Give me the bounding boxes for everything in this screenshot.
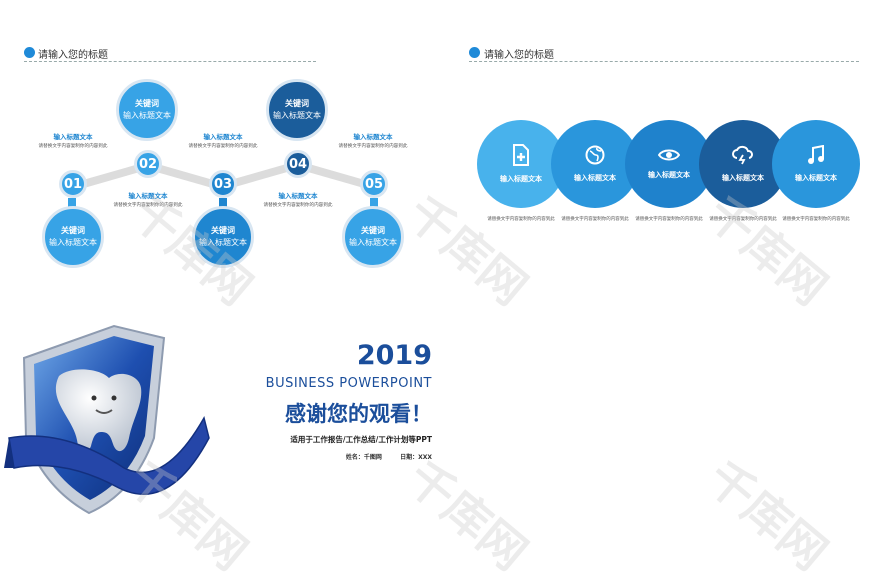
watermark: 千库网 [396, 450, 538, 581]
number-circle-2: 02 [134, 150, 162, 178]
stem [370, 198, 378, 212]
right-section-title: 请输入您的标题 [484, 50, 554, 61]
step-number: 05 [364, 176, 384, 192]
title-divider [24, 61, 316, 62]
feature-circle-5: 输入标题文本 [772, 120, 860, 208]
keyword: 关键词 [211, 226, 235, 235]
step-label-desc: 请替换文字内容复制你的内容到此 [188, 144, 258, 149]
title-dot [24, 47, 35, 58]
keyword: 关键词 [61, 226, 85, 235]
feature-label: 输入标题文本 [648, 171, 690, 179]
keyword-subtitle: 输入标题文本 [273, 111, 321, 120]
step-label-title: 输入标题文本 [128, 192, 168, 200]
step-number: 02 [138, 156, 158, 172]
step-number: 03 [213, 176, 233, 192]
title-dot [469, 47, 480, 58]
feature-label: 输入标题文本 [795, 174, 837, 182]
number-circle-3: 03 [209, 170, 237, 198]
feature-desc: 请替换文字内容复制你的内容到此 [709, 217, 777, 222]
step-label-desc: 请替换文字内容复制你的内容到此 [338, 144, 408, 149]
keyword-subtitle: 输入标题文本 [49, 238, 97, 247]
keyword-circle-5: 关键词 输入标题文本 [342, 206, 404, 268]
tooth-shield-logo [4, 324, 210, 515]
author-date: 姓名：千图网 日期：XXX [346, 452, 432, 461]
document-plus-icon [513, 144, 529, 166]
title-divider [469, 61, 859, 62]
keyword-subtitle: 输入标题文本 [123, 111, 171, 120]
stem [68, 198, 76, 212]
step-label-title: 输入标题文本 [353, 133, 393, 141]
number-circle-5: 05 [360, 170, 388, 198]
feature-desc: 请替换文字内容复制你的内容到此 [782, 217, 850, 222]
keyword-circle-4: 关键词 输入标题文本 [266, 79, 328, 141]
step-label-title: 输入标题文本 [278, 192, 318, 200]
stem [219, 198, 227, 212]
keyword-circle-3: 关键词 输入标题文本 [192, 206, 254, 268]
step-number: 04 [288, 156, 308, 172]
feature-circle-1: 输入标题文本 [477, 120, 565, 208]
feature-label: 输入标题文本 [574, 174, 616, 182]
step-label-desc: 请替换文字内容复制你的内容到此 [38, 144, 108, 149]
globe-icon [585, 145, 605, 165]
tagline: 适用于工作报告/工作总结/工作计划等PPT [290, 435, 432, 444]
keyword-circle-2: 关键词 输入标题文本 [116, 79, 178, 141]
keyword: 关键词 [135, 99, 159, 108]
feature-label: 输入标题文本 [722, 174, 764, 182]
step-label-title: 输入标题文本 [53, 133, 93, 141]
year: 2019 [356, 340, 432, 371]
cloud-lightning-icon [732, 145, 753, 165]
left-section-title: 请输入您的标题 [38, 50, 108, 61]
step-label-title: 输入标题文本 [203, 133, 243, 141]
step-label-desc: 请替换文字内容复制你的内容到此 [263, 203, 333, 208]
keyword: 关键词 [361, 226, 385, 235]
feature-desc: 请替换文字内容复制你的内容到此 [635, 217, 703, 222]
keyword-subtitle: 输入标题文本 [349, 238, 397, 247]
keyword-circle-1: 关键词 输入标题文本 [42, 206, 104, 268]
feature-label: 输入标题文本 [500, 175, 542, 183]
number-circle-4: 04 [284, 150, 312, 178]
feature-desc: 请替换文字内容复制你的内容到此 [487, 217, 555, 222]
feature-desc: 请替换文字内容复制你的内容到此 [561, 217, 629, 222]
name-label: 姓名：千图网 [345, 454, 382, 461]
number-circle-1: 01 [59, 170, 87, 198]
date-label: 日期：XXX [400, 454, 432, 461]
keyword: 关键词 [285, 99, 309, 108]
step-label-desc: 请替换文字内容复制你的内容到此 [113, 203, 183, 208]
eye-icon [658, 149, 680, 161]
music-note-icon [808, 145, 824, 164]
watermark: 千库网 [696, 450, 838, 581]
business-subtitle: BUSINESS POWERPOINT [265, 376, 432, 391]
feature-circle-2: 输入标题文本 [551, 120, 639, 208]
feature-circle-3: 输入标题文本 [625, 120, 713, 208]
step-number: 01 [63, 176, 83, 192]
thanks-heading: 感谢您的观看！ [285, 402, 432, 426]
keyword-subtitle: 输入标题文本 [199, 238, 247, 247]
